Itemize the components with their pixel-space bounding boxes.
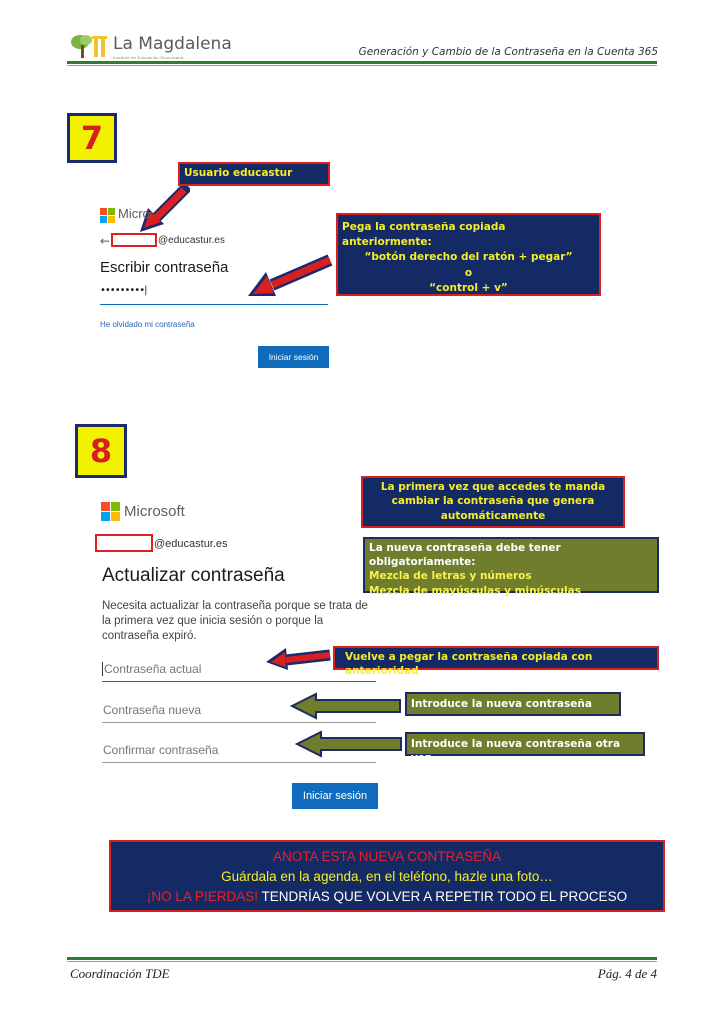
notice-line-3: ¡NO LA PIERDAS! TENDRÍAS QUE VOLVER A RE… xyxy=(111,887,663,907)
callout-primera-vez: La primera vez que accedes te manda camb… xyxy=(361,476,625,528)
callout-rules-title: La nueva contraseña debe tener obligator… xyxy=(369,542,561,569)
callout-requisitos: La nueva contraseña debe tener obligator… xyxy=(363,537,659,597)
signin-button-step7[interactable]: Iniciar sesión xyxy=(258,346,329,368)
callout-usuario-text: Usuario educastur xyxy=(184,167,293,179)
callout-paste-line-3: o xyxy=(464,266,473,279)
callout-usuario-educastur: Usuario educastur xyxy=(178,162,330,186)
callout-nueva-otra-vez: Introduce la nueva contraseña otra vez xyxy=(405,732,645,764)
callout-new-text: Introduce la nueva contraseña xyxy=(411,698,592,710)
forgot-password-link[interactable]: He olvidado mi contraseña xyxy=(100,320,195,329)
current-password-underline xyxy=(102,681,376,682)
username-redacted-box xyxy=(95,534,153,552)
tree-logo-icon xyxy=(71,35,107,58)
notice-line-3-text: TENDRÍAS QUE VOLVER A REPETIR TODO EL PR… xyxy=(257,889,628,904)
callout-current-text: Vuelve a pegar la contraseña copiada con… xyxy=(345,651,593,677)
footer-rule-thin xyxy=(67,961,657,962)
callout-vuelve-pegar: Vuelve a pegar la contraseña copiada con… xyxy=(333,646,659,677)
red-arrow-icon xyxy=(140,186,190,232)
new-password-field[interactable]: Contraseña nueva xyxy=(102,701,376,723)
notice-line-3-warning: ¡NO LA PIERDAS! xyxy=(146,889,258,904)
current-password-field[interactable]: Contraseña actual xyxy=(102,660,376,682)
callout-confirm-text: Introduce la nueva contraseña otra vez xyxy=(411,738,621,765)
current-password-placeholder: Contraseña actual xyxy=(102,662,202,676)
footer-rule xyxy=(67,957,657,960)
email-suffix: @educastur.es xyxy=(158,235,225,246)
callout-first-line-1: La primera vez que accedes te manda xyxy=(380,481,606,493)
new-password-underline xyxy=(102,722,376,723)
new-password-placeholder: Contraseña nueva xyxy=(103,703,202,717)
callout-rule-2: Mezcla de mayúsculas y minúsculas xyxy=(369,584,581,597)
confirm-password-placeholder: Confirmar contraseña xyxy=(103,743,219,757)
callout-paste-line-2: “botón derecho del ratón + pegar” xyxy=(364,251,573,264)
callout-first-line-3: automáticamente xyxy=(440,509,546,522)
footer-page-number: Pág. 4 de 4 xyxy=(597,966,657,981)
header-rule xyxy=(67,61,657,64)
username-redacted-box xyxy=(111,233,157,247)
confirm-password-underline xyxy=(102,762,376,763)
microsoft-logo-icon xyxy=(100,208,115,223)
page-header-title: Generación y Cambio de la Contraseña en … xyxy=(358,46,658,58)
olive-arrow-icon xyxy=(290,692,401,720)
microsoft-wordmark: Microsoft xyxy=(118,206,152,221)
microsoft-wordmark: Microsoft xyxy=(124,503,185,520)
notice-box: ANOTA ESTA NUEVA CONTRASEÑA Guárdala en … xyxy=(109,840,665,912)
password-field[interactable]: •••••••••| xyxy=(100,285,328,305)
step-7-badge: 7 xyxy=(67,113,117,163)
logo-subtitle: Instituto de Educación Secundaria xyxy=(113,55,184,60)
logo-name: La Magdalena xyxy=(113,34,232,54)
page-title-actualizar: Actualizar contraseña xyxy=(102,565,285,586)
confirm-password-field[interactable]: Confirmar contraseña xyxy=(102,741,376,763)
back-arrow-icon[interactable]: ← xyxy=(100,234,111,248)
step-8-badge: 8 xyxy=(75,424,127,478)
email-suffix: @educastur.es xyxy=(154,538,228,550)
password-mask: •••••••••| xyxy=(100,285,147,296)
olive-arrow-icon xyxy=(295,730,402,758)
header-rule-thin xyxy=(67,65,657,66)
callout-paste-line-1: Pega la contraseña copiada anteriormente… xyxy=(342,221,506,249)
signin-button-step8[interactable]: Iniciar sesión xyxy=(292,783,378,809)
callout-first-line-2: cambiar la contraseña que genera xyxy=(391,495,595,508)
callout-paste-line-4: “control + v” xyxy=(429,281,508,294)
password-underline xyxy=(100,304,328,305)
red-arrow-icon xyxy=(266,648,331,670)
page-title-escribir: Escribir contraseña xyxy=(100,259,229,276)
callout-nueva-contrasena: Introduce la nueva contraseña xyxy=(405,692,621,716)
microsoft-logo-icon xyxy=(101,502,120,521)
red-arrow-icon xyxy=(248,254,333,296)
step-7-number: 7 xyxy=(80,119,104,157)
footer-left: Coordinación TDE xyxy=(70,966,170,981)
callout-rule-1: Mezcla de letras y números xyxy=(369,570,532,583)
notice-line-2: Guárdala en la agenda, en el teléfono, h… xyxy=(221,869,553,884)
update-description: Necesita actualizar la contraseña porque… xyxy=(102,600,368,642)
callout-pega-contrasena: Pega la contraseña copiada anteriormente… xyxy=(336,213,601,296)
notice-line-1: ANOTA ESTA NUEVA CONTRASEÑA xyxy=(272,849,502,864)
header: La Magdalena Instituto de Educación Secu… xyxy=(0,0,724,70)
step-8-number: 8 xyxy=(89,432,113,470)
